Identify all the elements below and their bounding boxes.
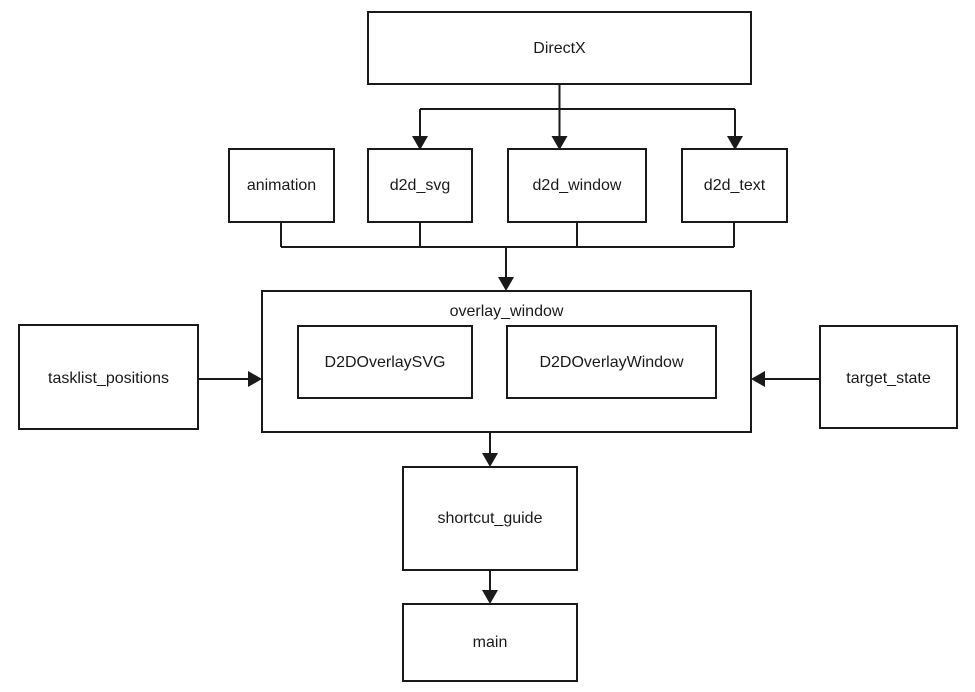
arrowhead-overlay-window	[498, 277, 514, 291]
node-tasklist-positions[interactable]: tasklist_positions	[18, 324, 199, 430]
node-d2d-window-label: d2d_window	[533, 177, 622, 194]
node-d2d-overlay-window[interactable]: D2DOverlayWindow	[506, 325, 717, 399]
node-d2d-overlay-window-label: D2DOverlayWindow	[539, 354, 683, 371]
node-animation[interactable]: animation	[228, 148, 335, 223]
node-main-rect[interactable]	[402, 603, 578, 682]
node-target-state-rect[interactable]	[819, 325, 958, 429]
node-tasklist-positions-rect[interactable]	[18, 324, 199, 430]
node-shortcut-guide[interactable]: shortcut_guide	[402, 466, 578, 571]
edge-target-state-to-overlay-window	[751, 371, 820, 387]
edge-directx-to-children	[412, 84, 743, 150]
node-shortcut-guide-label: shortcut_guide	[438, 510, 543, 527]
edge-tasklist-to-overlay-window	[198, 371, 262, 387]
node-main-label: main	[473, 634, 508, 651]
arrowhead-target-state	[751, 371, 765, 387]
node-d2d-svg-rect[interactable]	[367, 148, 473, 223]
node-d2d-svg-label: d2d_svg	[390, 177, 451, 194]
node-d2d-svg[interactable]: d2d_svg	[367, 148, 473, 223]
node-directx-label: DirectX	[533, 40, 586, 57]
node-d2d-text-rect[interactable]	[681, 148, 788, 223]
edge-overlay-window-to-shortcut-guide	[482, 432, 498, 467]
edge-row2-to-overlay-window	[280, 222, 735, 291]
arrowhead-d2d-text	[727, 136, 743, 150]
node-d2d-window-rect[interactable]	[507, 148, 647, 223]
node-d2d-text-label: d2d_text	[704, 177, 766, 194]
node-directx[interactable]: DirectX	[367, 11, 752, 85]
node-animation-rect[interactable]	[228, 148, 335, 223]
node-animation-label: animation	[247, 177, 316, 194]
arrowhead-d2d-svg	[412, 136, 428, 150]
node-d2d-text[interactable]: d2d_text	[681, 148, 788, 223]
arrowhead-main	[482, 590, 498, 604]
arrowhead-d2d-window	[551, 136, 568, 150]
arrowhead-shortcut-guide	[482, 453, 498, 467]
node-d2d-overlay-window-rect[interactable]	[506, 325, 717, 399]
node-target-state[interactable]: target_state	[819, 325, 958, 429]
node-tasklist-positions-label: tasklist_positions	[48, 370, 169, 387]
node-main[interactable]: main	[402, 603, 578, 682]
edge-shortcut-guide-to-main	[482, 570, 498, 604]
node-d2d-overlay-svg-label: D2DOverlaySVG	[325, 354, 446, 371]
node-target-state-label: target_state	[846, 370, 931, 387]
node-d2d-overlay-svg[interactable]: D2DOverlaySVG	[297, 325, 473, 399]
node-shortcut-guide-rect[interactable]	[402, 466, 578, 571]
node-d2d-overlay-svg-rect[interactable]	[297, 325, 473, 399]
node-overlay-window-label: overlay_window	[450, 303, 564, 320]
node-directx-rect[interactable]	[367, 11, 752, 85]
arrowhead-tasklist	[248, 371, 262, 387]
node-d2d-window[interactable]: d2d_window	[507, 148, 647, 223]
